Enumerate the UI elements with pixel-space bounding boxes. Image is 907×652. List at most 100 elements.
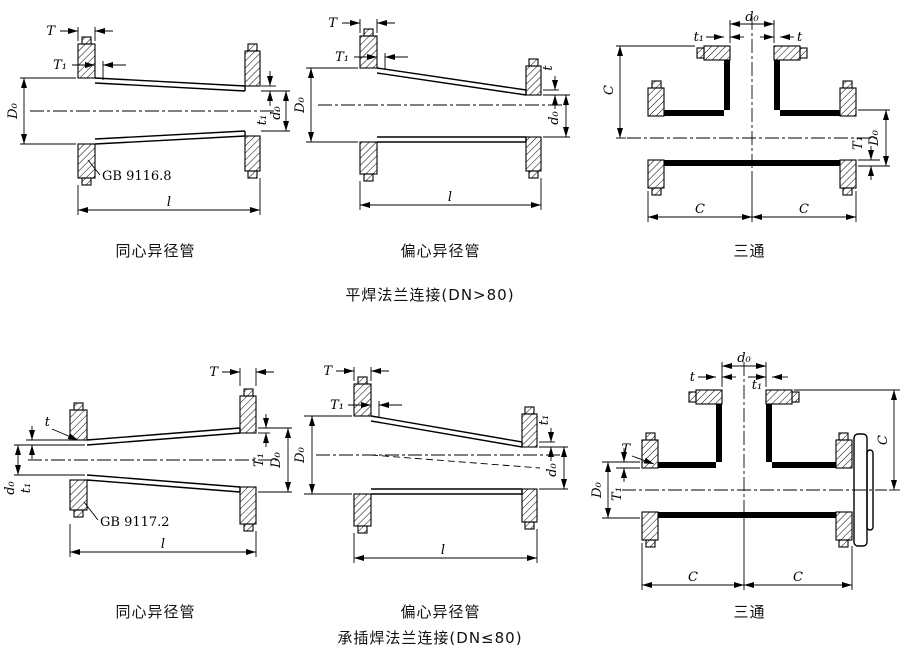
dim-label-D0: D₀ — [6, 102, 21, 119]
dimension-D0: D₀ — [6, 77, 76, 145]
dimension-t1: t₁ — [748, 374, 788, 393]
left-flange — [647, 80, 665, 196]
dimension-t1: t₁ — [694, 30, 744, 45]
group-caption-flat-weld: 平焊法兰连接(DN>80) — [345, 286, 515, 304]
dim-label-T: T — [328, 16, 338, 31]
dimension-l: l — [359, 178, 542, 210]
dim-label-t1: t₁ — [19, 483, 34, 493]
centerlines — [627, 16, 880, 172]
right-flange — [839, 80, 857, 196]
dim-label-l: l — [448, 190, 452, 205]
dimension-C-right: C — [794, 389, 900, 491]
dim-label-D0: D₀ — [269, 451, 284, 468]
dimension-T: T — [328, 16, 395, 33]
dimension-C-C-bottom: C C — [647, 172, 857, 222]
caption-eccentric-reducer-2: 偏心异径管 — [400, 603, 481, 621]
pipe-body — [370, 415, 523, 495]
dim-label-C: C — [688, 570, 698, 585]
dim-label-t: t — [797, 30, 803, 45]
right-flange — [835, 432, 853, 548]
caption-concentric-reducer-2: 同心异径管 — [115, 603, 196, 621]
dim-label-l: l — [167, 195, 171, 210]
dim-label-T1: T₁ — [851, 136, 866, 150]
caption-tee-2: 三通 — [733, 603, 766, 621]
dimension-T: T — [46, 24, 113, 41]
blind-cover — [853, 433, 874, 547]
dim-label-T1: T₁ — [330, 398, 344, 413]
group-caption-socket-weld: 承插焊法兰连接(DN≤80) — [337, 629, 523, 647]
dimension-t: t — [690, 370, 736, 385]
dimension-t: t — [760, 30, 803, 45]
dim-label-T1: T₁ — [252, 453, 267, 467]
dimension-T1: T₁ — [252, 414, 270, 467]
dim-label-D0: D₀ — [867, 129, 882, 146]
drawing-eccentric-reducer-flat-weld: T T₁ D₀ t d₀ l — [293, 16, 570, 210]
caption-concentric-reducer-1: 同心异径管 — [115, 242, 196, 260]
caption-eccentric-reducer-1: 偏心异径管 — [400, 242, 481, 260]
pipe-body — [86, 427, 241, 493]
dimension-d0: d₀ — [543, 94, 570, 138]
dim-label-C: C — [876, 435, 891, 445]
dim-label-t1: t₁ — [537, 415, 552, 425]
right-flange — [521, 406, 538, 530]
dim-label-D0: D₀ — [293, 96, 308, 113]
dim-label-C: C — [695, 202, 705, 217]
dimension-T1-right: T₁ — [851, 136, 890, 180]
dim-label-T: T — [621, 442, 631, 457]
dim-label-T1: T₁ — [610, 487, 625, 501]
dim-label-d0: d₀ — [545, 462, 560, 476]
dim-label-C: C — [799, 202, 809, 217]
left-flange — [77, 36, 96, 186]
dimension-d0: d₀ — [539, 446, 568, 490]
dimension-t: t — [45, 415, 79, 441]
dimension-D0-right: D₀ — [858, 109, 890, 166]
caption-tee-1: 三通 — [733, 242, 766, 260]
right-flange — [525, 58, 542, 179]
dim-label-t: t — [690, 370, 696, 385]
dimension-t: t — [541, 65, 559, 109]
right-flange — [244, 43, 261, 179]
dimension-d0: d₀ — [261, 90, 290, 132]
pipe-walls — [658, 404, 836, 518]
dim-label-T: T — [209, 365, 219, 380]
dimension-d0: d₀ — [729, 10, 775, 43]
dimension-l: l — [69, 524, 257, 557]
left-flange — [359, 28, 378, 182]
dim-label-d0: d₀ — [3, 480, 18, 494]
drawing-tee-flat-weld: d₀ t₁ t C T₁ D₀ C C — [602, 10, 890, 222]
dim-label-C: C — [602, 85, 617, 95]
dimension-D0: D₀ — [293, 415, 352, 495]
dim-label-t: t — [541, 65, 556, 71]
dimension-d0: d₀ — [3, 444, 85, 495]
dim-label-d0: d₀ — [745, 10, 759, 25]
branch-flange — [696, 45, 808, 61]
dimension-l: l — [77, 178, 261, 215]
dimension-D0: D₀ — [590, 461, 640, 519]
left-flange — [353, 376, 372, 534]
dim-label-D0: D₀ — [293, 446, 308, 463]
dim-label-T: T — [46, 24, 56, 39]
dimension-T1: T₁ — [330, 398, 402, 418]
dimension-T1: T₁ — [53, 58, 126, 80]
pipe-body — [376, 67, 527, 143]
pipe-body — [94, 77, 246, 145]
dim-label-T: T — [323, 364, 333, 379]
right-flange — [239, 388, 257, 532]
dimension-t1: t₁ — [537, 415, 555, 461]
standard-label: GB 9116.8 — [102, 169, 172, 184]
dim-label-D0: D₀ — [590, 481, 605, 498]
drawing-concentric-reducer-socket-weld: t d₀ t₁ T T₁ D₀ l GB 9117.2 — [3, 365, 292, 557]
dimension-l: l — [353, 529, 538, 563]
dimension-T1: T₁ — [610, 448, 640, 501]
dim-label-C: C — [793, 570, 803, 585]
drawing-eccentric-reducer-socket-weld: T T₁ D₀ t₁ d₀ l — [293, 364, 568, 563]
dim-label-d0: d₀ — [269, 105, 284, 119]
drawing-concentric-reducer-flat-weld: D₀ T T₁ t₁ d₀ l GB 9116.8 — [6, 24, 290, 215]
standard-label: GB 9117.2 — [100, 515, 170, 530]
dimension-C-C-bottom: C C — [641, 518, 853, 590]
pipe-walls — [664, 60, 840, 166]
centerlines — [622, 362, 887, 518]
dimension-D0: D₀ — [258, 427, 292, 493]
dim-label-t: t — [45, 415, 51, 430]
